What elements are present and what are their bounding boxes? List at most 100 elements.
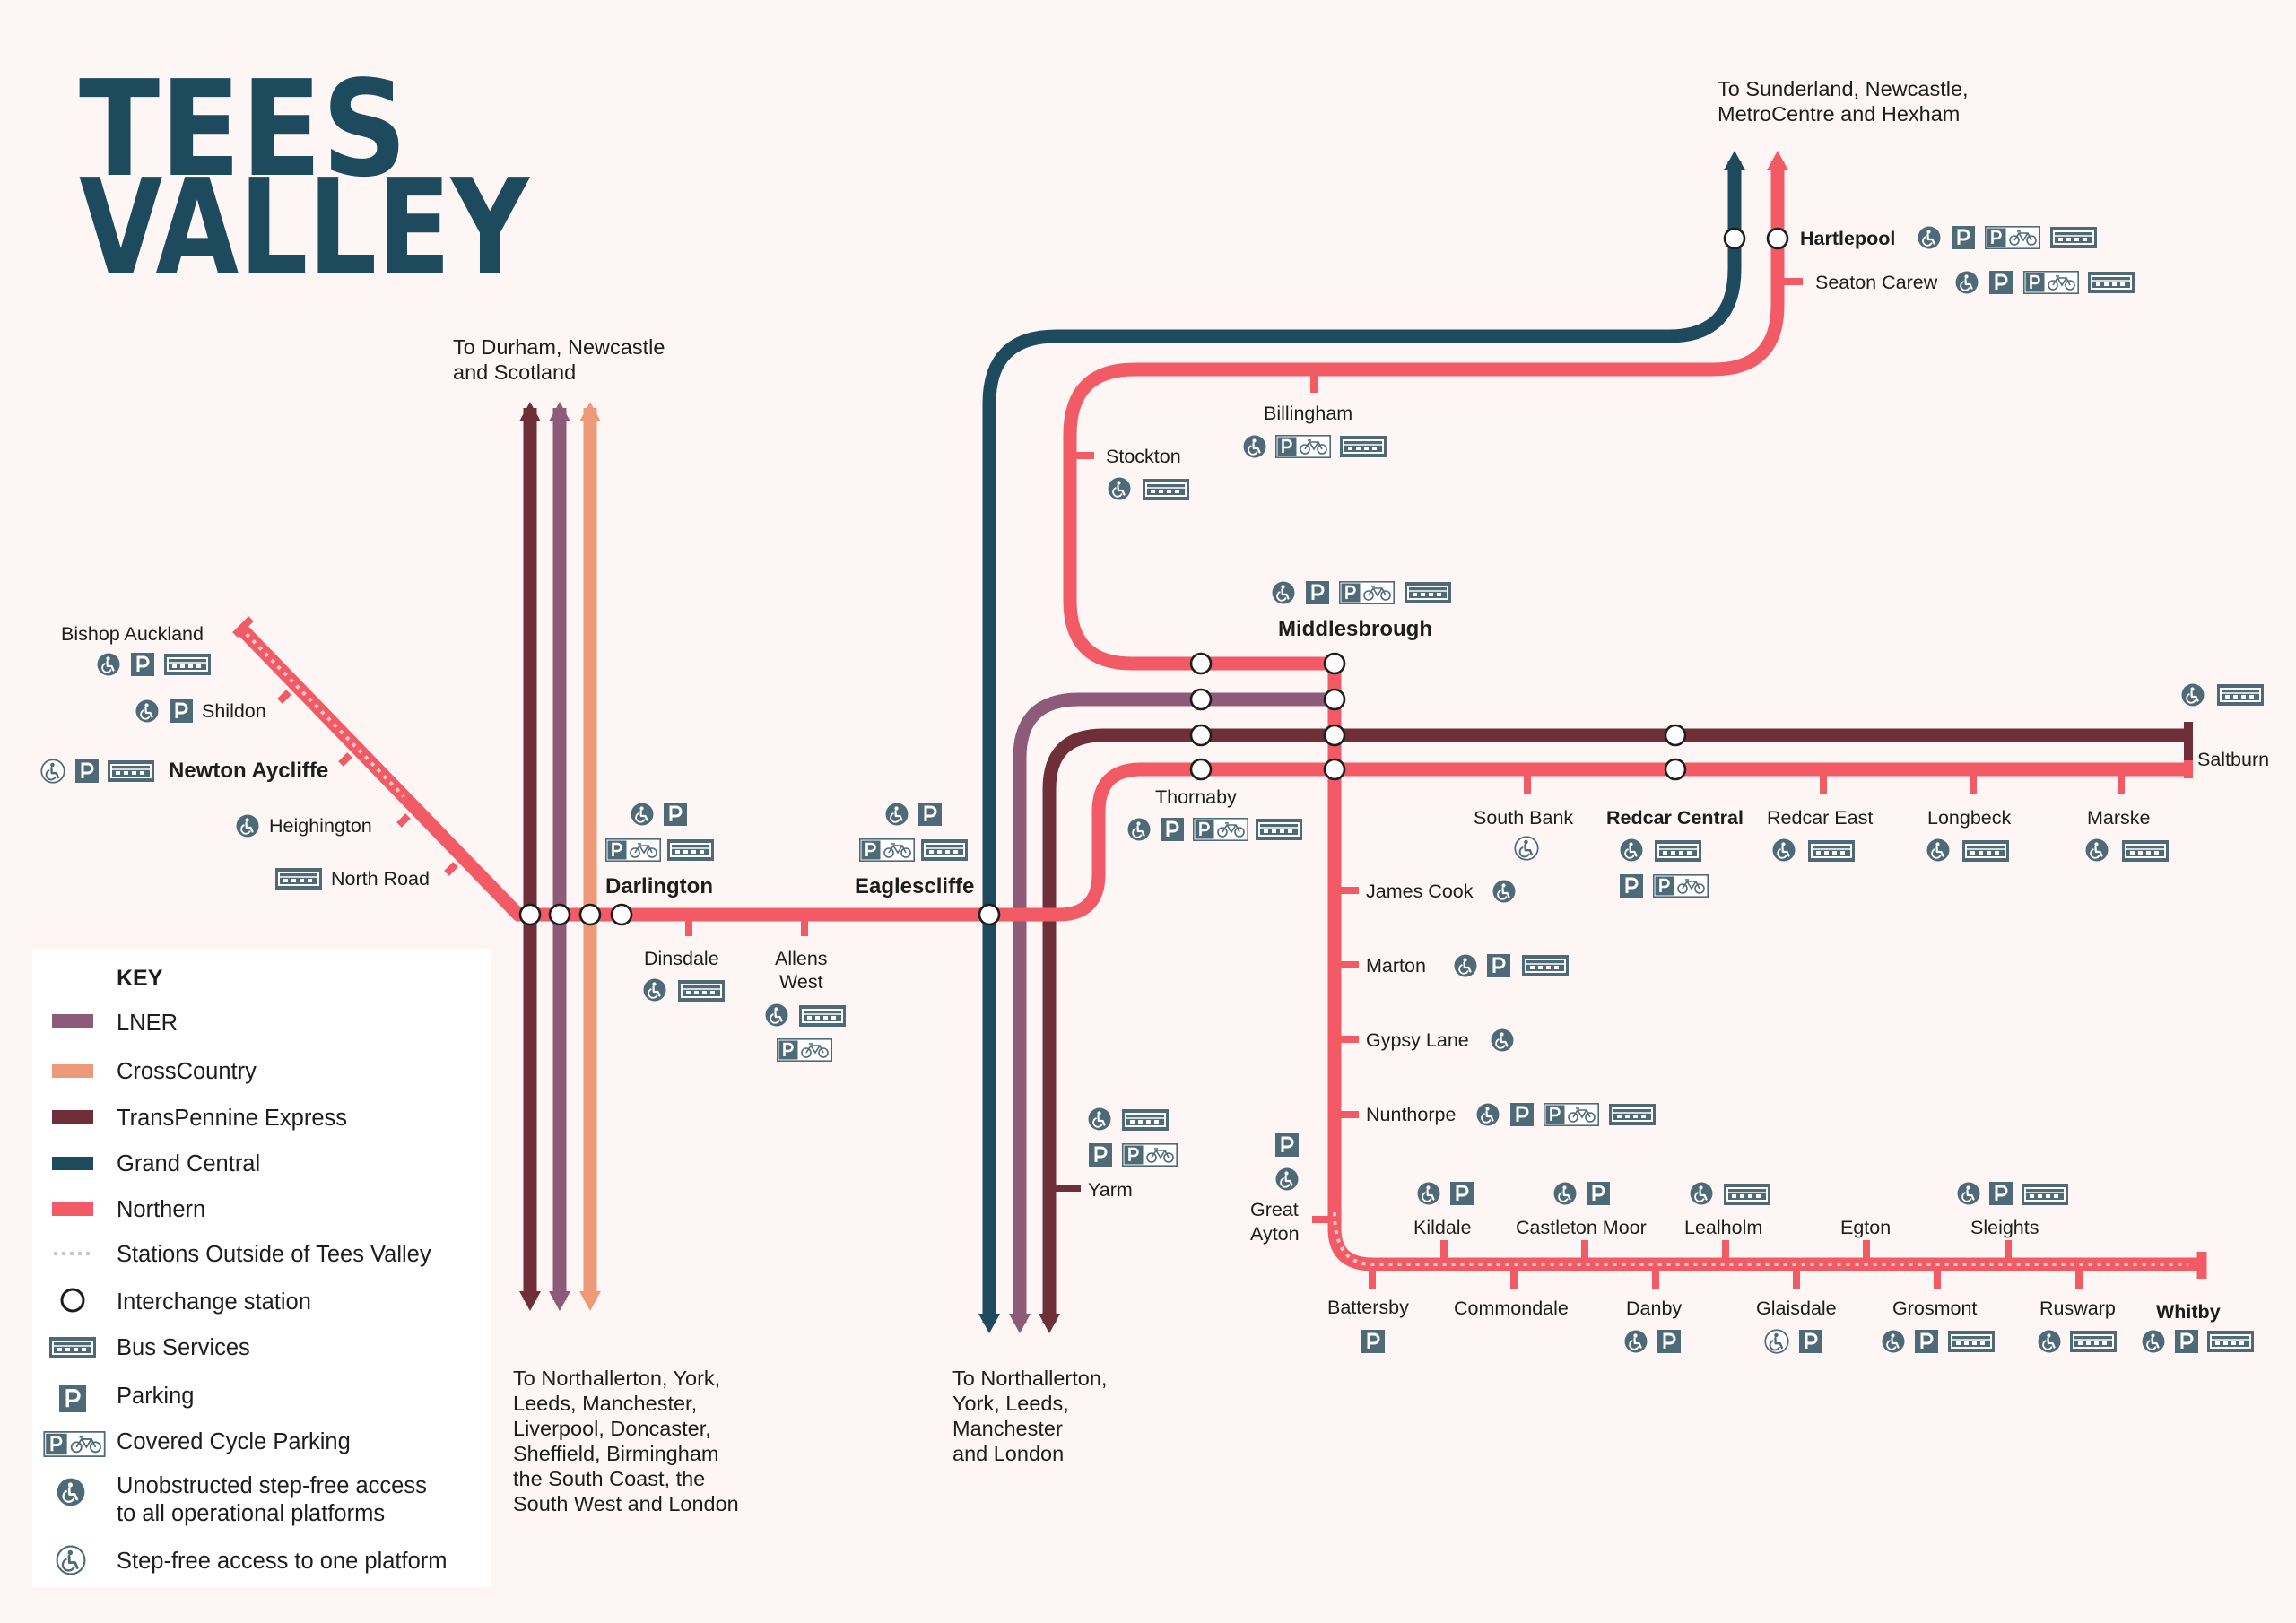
station-hartlepool: Hartlepool — [1800, 228, 1895, 249]
cycle-parking-icon — [1544, 1103, 1599, 1126]
station-thornaby: Thornaby — [1155, 786, 1237, 808]
step-free-icon — [1476, 1103, 1500, 1126]
key-label-interchange: Interchange station — [117, 1289, 311, 1315]
step-free-icon — [1553, 1182, 1577, 1205]
destination-north-west-1: To Durham, Newcastle — [453, 335, 665, 359]
step-free-icon — [135, 699, 159, 723]
station-middlesbrough: Middlesbrough — [1278, 617, 1432, 641]
cycle-parking-icon — [43, 1431, 106, 1457]
step-free-icon — [1243, 435, 1266, 458]
cycle-parking-icon — [859, 838, 915, 862]
step-free-icon — [1624, 1330, 1648, 1353]
step-free-partial-icon — [56, 1545, 86, 1575]
station-bishop-auckland: Bishop Auckland — [61, 623, 204, 645]
destination-south-west-2: Leeds, Manchester, — [513, 1392, 697, 1415]
step-free-partial-icon — [1764, 1329, 1789, 1354]
station-eaglescliffe: Eaglescliffe — [855, 874, 974, 898]
destination-north-east-1: To Sunderland, Newcastle, — [1718, 77, 1969, 100]
station-whitby: Whitby — [2156, 1301, 2221, 1323]
bus-icon — [2207, 1331, 2254, 1352]
lner-line-middlesbrough — [1013, 692, 1335, 1323]
key-label-grand-central: Grand Central — [117, 1151, 260, 1176]
arrow-up-grand-central — [1724, 151, 1745, 170]
northern-line-hartlepool — [1063, 161, 2202, 1271]
step-free-partial-icon — [1514, 836, 1539, 861]
destination-south-central-2: York, Leeds, — [952, 1392, 1069, 1415]
station-egton: Egton — [1840, 1217, 1891, 1238]
station-redcar-east: Redcar East — [1767, 807, 1873, 829]
bus-icon — [1522, 955, 1569, 976]
bus-icon — [1655, 840, 1701, 862]
station-castleton-moor: Castleton Moor — [1516, 1217, 1647, 1238]
arrow-down-transpennine-2 — [1039, 1314, 1060, 1333]
parking-icon — [664, 803, 687, 826]
station-ticks — [232, 278, 2207, 1289]
interchange-thornaby-3 — [1189, 724, 1213, 747]
step-free-icon — [1620, 838, 1643, 862]
parking-icon — [1657, 1330, 1681, 1353]
cycle-parking-icon — [1122, 1143, 1178, 1167]
station-heighington: Heighington — [269, 815, 372, 837]
cycle-parking-icon — [1275, 435, 1331, 458]
step-free-partial-icon — [40, 759, 65, 784]
tick-shildon — [277, 690, 291, 704]
parking-icon — [1587, 1182, 1610, 1205]
interchange-middlesbrough-1 — [1323, 652, 1346, 675]
step-free-icon — [1491, 1028, 1514, 1052]
interchange-hartlepool-1 — [1723, 227, 1746, 250]
station-billingham: Billingham — [1264, 403, 1352, 424]
key-label-cycle: Covered Cycle Parking — [117, 1429, 351, 1454]
interchange-thornaby-1 — [1189, 652, 1213, 675]
step-free-icon — [97, 653, 120, 676]
logo-line-1: TEES — [79, 52, 407, 206]
bus-icon — [921, 839, 968, 861]
key-label-parking: Parking — [117, 1384, 194, 1409]
step-free-icon — [631, 803, 654, 826]
station-lealholm: Lealholm — [1684, 1217, 1762, 1238]
bus-icon — [1609, 1104, 1656, 1125]
rail-lines — [235, 161, 2202, 1323]
key-label-transpennine: TransPennine Express — [117, 1106, 347, 1131]
step-free-icon — [1918, 226, 1941, 249]
interchange-middlesbrough-4 — [1323, 758, 1346, 781]
destination-north-west-2: and Scotland — [453, 360, 576, 384]
destination-notes: To Durham, Newcastle and Scotland To Sun… — [453, 77, 1969, 1515]
key-label-step-free-full-2: to all operational platforms — [117, 1501, 385, 1526]
interchange-eaglescliffe — [978, 903, 1001, 926]
outside-tees-valley-dotted-whitby — [1333, 1211, 2188, 1266]
logo-line-2: VALLEY — [79, 151, 530, 305]
cycle-parking-icon — [1653, 874, 1709, 898]
swatch-lner — [52, 1014, 93, 1028]
tick-bishop-auckland — [232, 616, 254, 638]
station-great-ayton-1: Great — [1250, 1199, 1299, 1220]
step-free-full-icon — [57, 1478, 85, 1506]
destination-south-west-3: Liverpool, Doncaster, — [513, 1417, 711, 1440]
interchange-darlington-4 — [610, 903, 633, 926]
parking-icon — [75, 759, 99, 783]
arrow-up-lner — [549, 402, 570, 421]
parking-icon — [1915, 1330, 1938, 1353]
tick-heighington — [396, 813, 411, 828]
step-free-icon — [1955, 271, 1979, 294]
station-battersby: Battersby — [1327, 1297, 1409, 1318]
bus-icon — [1340, 436, 1387, 457]
destination-north-east-2: MetroCentre and Hexham — [1718, 102, 1960, 126]
interchange-hartlepool-2 — [1766, 227, 1789, 250]
grand-central-line — [982, 161, 1742, 1323]
station-labels: Bishop Auckland Shildon Newton Aycliffe … — [61, 228, 2269, 1323]
bus-icon — [1724, 1184, 1770, 1205]
transpennine-line-middlesbrough — [1042, 728, 2188, 1323]
parking-icon — [2175, 1330, 2198, 1353]
interchange-redcar-central-1 — [1664, 724, 1687, 747]
destination-south-central-3: Manchester — [952, 1417, 1063, 1440]
swatch-grand-central — [52, 1157, 93, 1170]
step-free-icon — [885, 803, 909, 826]
arrow-down-grand-central — [978, 1314, 1000, 1333]
step-free-icon — [1417, 1182, 1440, 1205]
interchange-darlington-1 — [518, 903, 542, 926]
step-free-icon — [1926, 838, 1950, 862]
station-stockton: Stockton — [1106, 446, 1181, 467]
station-kildale: Kildale — [1413, 1217, 1472, 1238]
step-free-icon — [2181, 683, 2205, 707]
